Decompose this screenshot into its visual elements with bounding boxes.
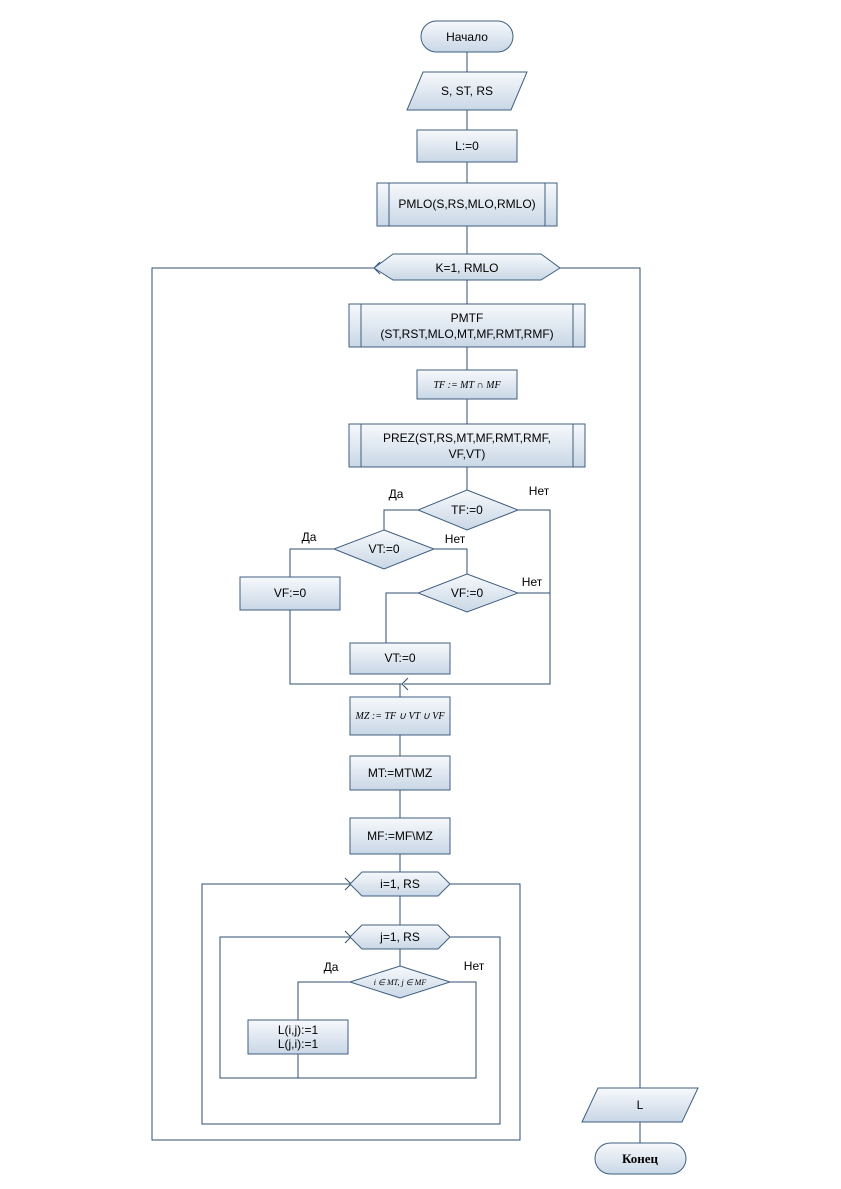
loop-i-label: i=1, RS <box>380 877 420 891</box>
set-vf-block: VF:=0 <box>239 576 341 611</box>
tf-decision-label: TF:=0 <box>451 503 483 517</box>
connector-lines <box>151 52 641 1143</box>
mt-update-block: MT:=MT\MZ <box>349 755 451 791</box>
vf-no-label: Нет <box>522 575 543 589</box>
tf-formula-label: TF := MT ∩ MF <box>433 380 501 391</box>
start-terminal: Начало <box>420 20 514 53</box>
end-terminal: Конец <box>594 1142 687 1175</box>
mt-update-label: MT:=MT\MZ <box>368 766 432 780</box>
loop-i-header: i=1, RS <box>349 871 451 897</box>
pmtf-label-line2: (ST,RST,MLO,MT,MF,RMT,RMF) <box>380 327 553 341</box>
set-l-block: L(i,j):=1 L(j,i):=1 <box>247 1019 349 1055</box>
tf-yes-label: Да <box>389 487 404 501</box>
prez-subprocess: PREZ(ST,RS,MT,MF,RMT,RMF, VF,VT) <box>348 423 586 468</box>
ij-yes-label: Да <box>324 960 339 974</box>
loop-j-label: j=1, RS <box>379 930 420 944</box>
tf-decision: TF:=0 <box>416 489 520 531</box>
init-l-label: L:=0 <box>455 139 479 153</box>
tf-formula-block: TF := MT ∩ MF <box>416 369 518 400</box>
vt-decision-label: VT:=0 <box>368 542 399 556</box>
input-block: S, ST, RS <box>406 71 528 111</box>
pmtf-label-line1: PMTF <box>451 311 484 325</box>
vt-yes-label: Да <box>302 530 317 544</box>
pmtf-subprocess: PMTF (ST,RST,MLO,MT,MF,RMT,RMF) <box>348 303 586 348</box>
output-label: L <box>637 1098 644 1112</box>
loop-k-header: K=1, RMLO <box>373 253 561 281</box>
vf-decision: VF:=0 <box>416 573 520 613</box>
init-l-block: L:=0 <box>416 129 518 163</box>
start-label: Начало <box>446 30 488 44</box>
pmlo-label: PMLO(S,RS,MLO,RMLO) <box>398 197 535 211</box>
prez-label-line2: VF,VT) <box>449 447 486 461</box>
end-label: Конец <box>622 1151 659 1166</box>
ij-decision-label: i ∈ MT, j ∈ MF <box>374 978 427 987</box>
mz-formula-block: MZ := TF ∪ VT ∪ VF <box>349 696 451 736</box>
ij-decision: i ∈ MT, j ∈ MF <box>348 965 452 999</box>
ij-no-label: Нет <box>464 959 485 973</box>
vt-no-label: Нет <box>445 532 466 546</box>
pmlo-subprocess: PMLO(S,RS,MLO,RMLO) <box>376 182 558 227</box>
set-vt-block: VT:=0 <box>349 642 451 675</box>
input-label: S, ST, RS <box>441 84 493 98</box>
mf-update-block: MF:=MF\MZ <box>349 817 451 855</box>
mf-update-label: MF:=MF\MZ <box>367 829 433 843</box>
set-l-label-line1: L(i,j):=1 <box>278 1023 319 1037</box>
mz-formula-label: MZ := TF ∪ VT ∪ VF <box>355 711 446 722</box>
set-vt-label: VT:=0 <box>384 651 415 665</box>
prez-label-line1: PREZ(ST,RS,MT,MF,RMT,RMF, <box>383 431 551 445</box>
tf-no-label: Нет <box>529 484 550 498</box>
loop-k-label: K=1, RMLO <box>435 261 498 275</box>
vf-decision-label: VF:=0 <box>451 586 484 600</box>
loop-j-header: j=1, RS <box>349 924 451 950</box>
output-block: L <box>581 1087 699 1123</box>
set-l-label-line2: L(j,i):=1 <box>278 1037 319 1051</box>
set-vf-label: VF:=0 <box>274 586 307 600</box>
vt-decision: VT:=0 <box>332 529 436 570</box>
